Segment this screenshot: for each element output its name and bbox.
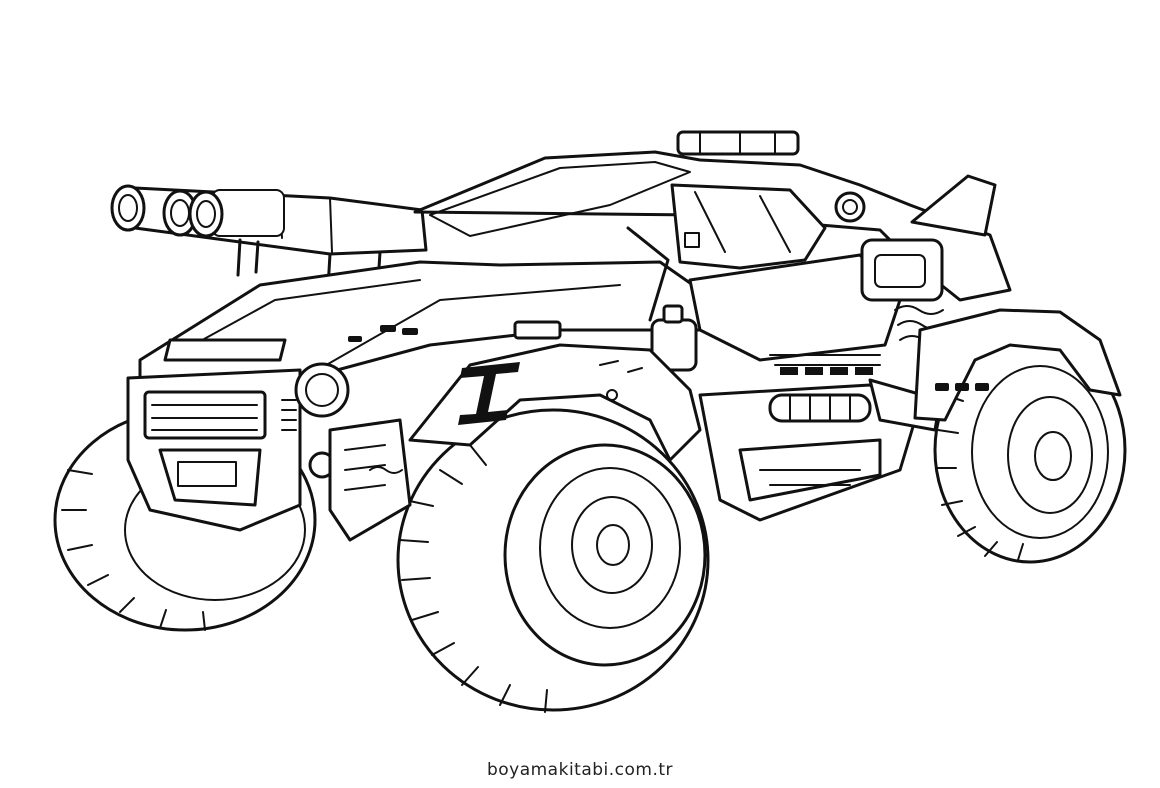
- twin-cannons: [110, 184, 428, 290]
- rear-right-wheel: [933, 336, 1127, 564]
- front-suspension: [328, 418, 412, 542]
- undercarriage: [698, 378, 942, 522]
- front-left-wheel: [396, 408, 710, 713]
- vehicle-body: [126, 130, 1012, 532]
- rear-fender: [913, 308, 1122, 422]
- front-fender: [408, 343, 702, 462]
- site-caption: boyamakitabi.com.tr: [486, 760, 674, 780]
